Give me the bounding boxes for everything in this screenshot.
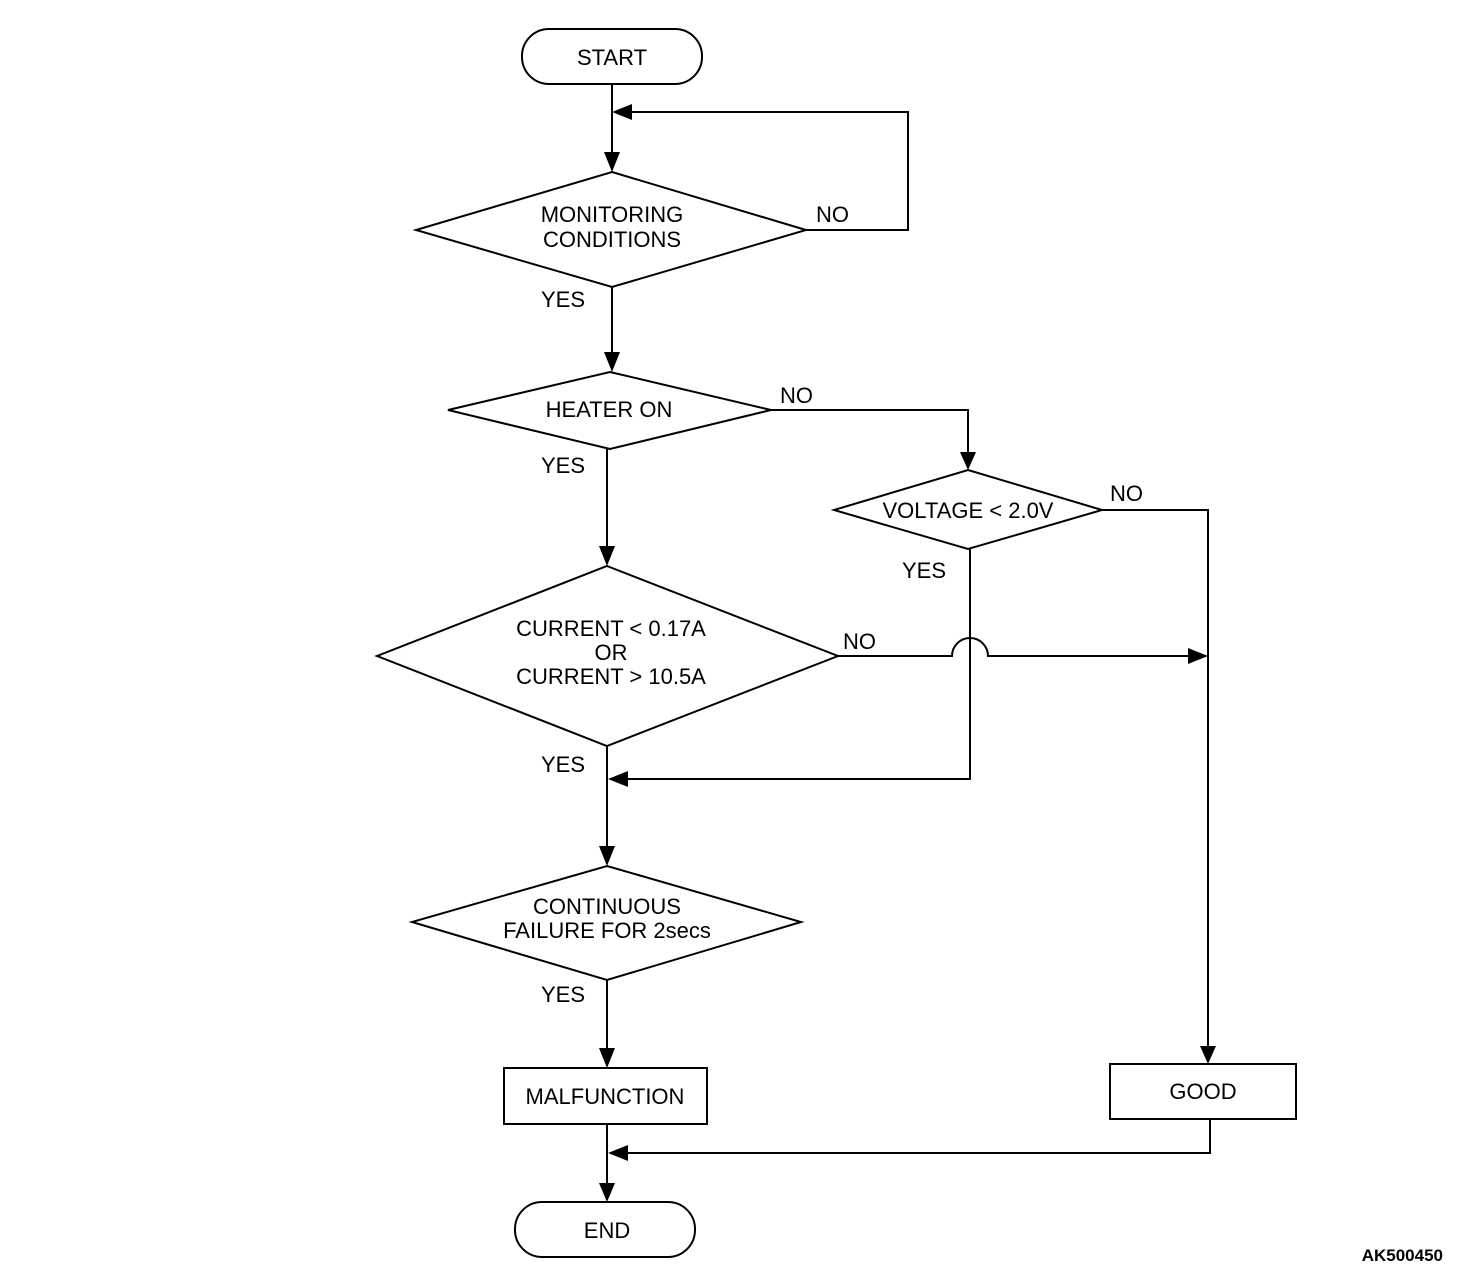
continuous-decision <box>408 864 805 982</box>
current-label-line2: OR <box>595 640 628 665</box>
figure-id: AK500450 <box>1362 1246 1443 1265</box>
arrowhead-merge <box>608 771 628 787</box>
heater-no-label: NO <box>780 383 813 408</box>
heater-label: HEATER ON <box>546 397 673 422</box>
connector-good-to-end <box>628 1119 1211 1154</box>
end-terminal <box>514 1201 696 1258</box>
connector-monitoring-no-loop <box>632 111 909 231</box>
malfunction-label: MALFUNCTION <box>526 1084 685 1109</box>
continuous-yes-label: YES <box>541 982 585 1007</box>
malfunction-box <box>503 1067 708 1125</box>
monitoring-decision <box>412 170 810 289</box>
current-label-line1: CURRENT < 0.17A <box>516 616 706 641</box>
current-decision <box>374 564 841 748</box>
arrowhead-into-heater <box>604 352 620 372</box>
arrowhead-current-no <box>1188 648 1208 664</box>
monitoring-label-line2: CONDITIONS <box>543 227 681 252</box>
arrowhead-into-malfunction <box>599 1048 615 1068</box>
heater-decision <box>447 370 772 451</box>
arrowhead-good-merge <box>608 1145 628 1161</box>
current-label-line3: CURRENT > 10.5A <box>516 664 706 689</box>
arrowhead-into-good <box>1200 1046 1216 1064</box>
arrowhead-into-end <box>599 1183 615 1202</box>
arrowhead-loop-back <box>612 104 632 120</box>
monitoring-label-line1: MONITORING <box>541 202 684 227</box>
monitoring-yes-label: YES <box>541 287 585 312</box>
arrowhead-into-continuous <box>599 846 615 866</box>
voltage-no-label: NO <box>1110 481 1143 506</box>
start-label: START <box>577 45 647 70</box>
voltage-label: VOLTAGE < 2.0V <box>883 498 1054 523</box>
start-terminal <box>521 28 703 85</box>
connector-voltage-yes-to-merge <box>628 549 971 780</box>
continuous-label-line2: FAILURE FOR 2secs <box>503 918 711 943</box>
good-label: GOOD <box>1169 1079 1236 1104</box>
voltage-yes-label: YES <box>902 558 946 583</box>
heater-yes-label: YES <box>541 453 585 478</box>
arrowhead-into-voltage <box>960 452 976 470</box>
connector-current-no-to-good <box>838 637 1188 657</box>
current-yes-label: YES <box>541 752 585 777</box>
arrowhead-into-current <box>599 546 615 566</box>
voltage-decision <box>830 468 1106 551</box>
continuous-label-line1: CONTINUOUS <box>533 894 681 919</box>
connector-heater-no-to-voltage <box>771 409 969 452</box>
end-label: END <box>584 1218 630 1243</box>
arrowhead-into-monitoring <box>604 152 620 172</box>
good-box <box>1109 1063 1297 1120</box>
connector-voltage-no-to-good <box>1102 509 1209 1046</box>
monitoring-no-label: NO <box>816 202 849 227</box>
current-no-label: NO <box>843 629 876 654</box>
